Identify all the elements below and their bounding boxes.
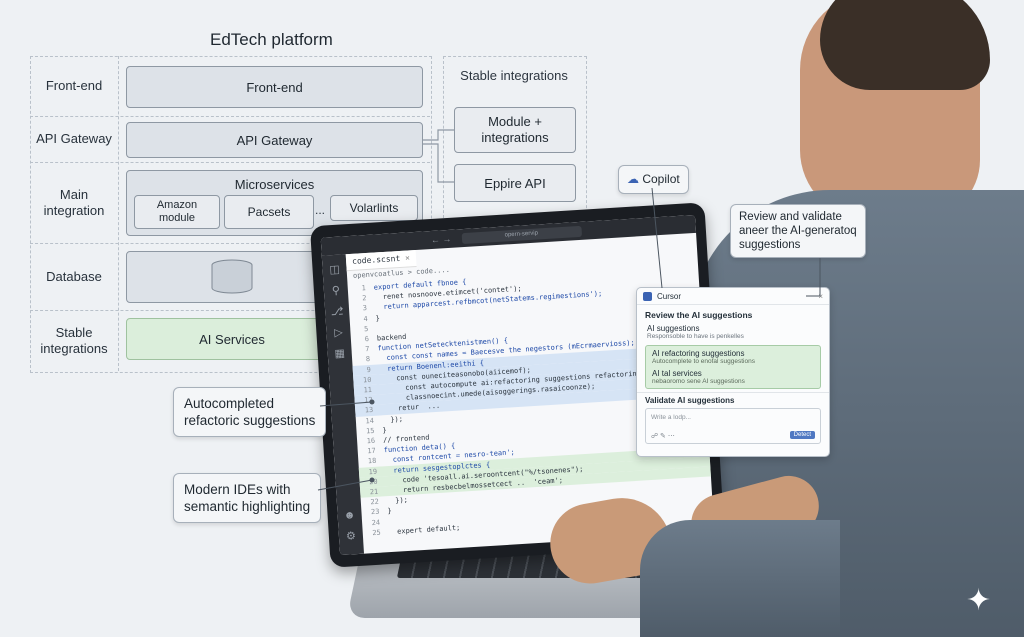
panel-close-icon[interactable]: × bbox=[818, 291, 823, 301]
api-gateway-box: API Gateway bbox=[126, 122, 423, 158]
cursor-ai-panel: Cursor × Review the AI suggestions AI su… bbox=[636, 287, 830, 457]
microservice-volarlints: Volarlints bbox=[330, 195, 418, 221]
autocomplete-callout: Autocompleted refactoric suggestions bbox=[173, 387, 327, 437]
validate-heading: Validate AI suggestions bbox=[637, 392, 829, 408]
sparkle-watermark-icon: ✦ bbox=[966, 584, 992, 617]
eppire-api-box: Eppire API bbox=[454, 164, 576, 202]
detect-button[interactable]: Detect bbox=[789, 431, 815, 439]
copilot-label: Copilot bbox=[642, 172, 680, 186]
column-divider bbox=[118, 56, 119, 371]
row-divider bbox=[30, 162, 430, 163]
row-divider bbox=[30, 310, 430, 311]
suggestion-group-selected[interactable]: AI refactoring suggestions Autocomplete … bbox=[645, 345, 821, 389]
microservice-amazon: Amazon module bbox=[134, 195, 220, 229]
ai-services-box: AI Services bbox=[126, 318, 338, 360]
database-icon bbox=[211, 259, 253, 294]
row-divider bbox=[30, 116, 430, 117]
diagram-title: EdTech platform bbox=[210, 30, 333, 49]
row-label-stable-integrations: Stable integrations bbox=[40, 325, 108, 356]
row-label-main-integration: Main integration bbox=[43, 187, 105, 218]
microservice-pacsets: Pacsets bbox=[224, 195, 314, 229]
microservices-label: Microservices bbox=[234, 177, 315, 192]
suggestion-subtitle: Responsoble to have is penkelles bbox=[647, 333, 744, 340]
cursor-logo-icon bbox=[643, 291, 652, 301]
microservice-ellipsis: ... bbox=[315, 203, 326, 217]
row-label-gateway: API Gateway bbox=[36, 131, 112, 146]
row-divider bbox=[30, 243, 430, 244]
suggestion-item[interactable]: AI suggestions Responsoble to have is pe… bbox=[637, 322, 829, 342]
row-label-database: Database bbox=[46, 269, 102, 284]
chat-input[interactable]: Write a lodp... ☍ ✎ ⋯ Detect bbox=[645, 408, 821, 444]
suggestion-title: AI tal services bbox=[652, 369, 702, 378]
copilot-icon: ☁ bbox=[627, 172, 639, 186]
frontend-box: Front-end bbox=[126, 66, 423, 108]
connector-lines bbox=[422, 129, 454, 183]
diagram-frame bbox=[30, 56, 432, 373]
review-callout: Review and validate aneer the AI-generat… bbox=[730, 204, 866, 258]
stable-integrations-title: Stable integrations bbox=[460, 68, 568, 83]
module-integrations-box: Module + integrations bbox=[454, 107, 576, 153]
person-hair bbox=[820, 0, 990, 90]
suggestion-subtitle: Autocomplete to enofal suggestions bbox=[652, 358, 755, 365]
database-box bbox=[126, 251, 338, 303]
arm-sleeve bbox=[640, 520, 840, 637]
suggestion-subtitle: nebaoromo sene AI suggestions bbox=[652, 378, 745, 385]
review-heading: Review the AI suggestions bbox=[645, 310, 753, 320]
ide-callout: Modern IDEs with semantic highlighting bbox=[173, 473, 322, 523]
suggestion-title: AI suggestions bbox=[647, 324, 700, 333]
suggestion-title: AI refactoring suggestions bbox=[652, 349, 745, 358]
copilot-callout: ☁ Copilot bbox=[618, 165, 689, 194]
row-label-frontend: Front-end bbox=[45, 78, 103, 93]
attach-icons[interactable]: ☍ ✎ ⋯ bbox=[651, 433, 675, 440]
chat-input-placeholder: Write a lodp... bbox=[651, 414, 691, 421]
cursor-panel-title: Cursor bbox=[657, 291, 682, 301]
